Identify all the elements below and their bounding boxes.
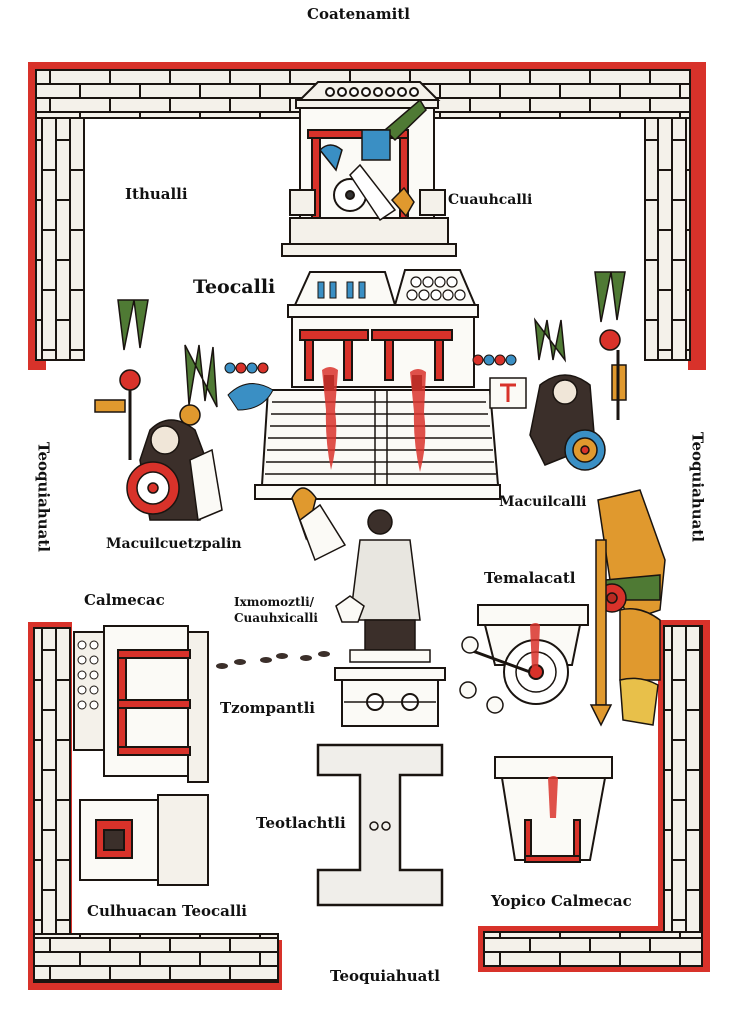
- macuilcuetzpalin-figure: [94, 299, 223, 522]
- bottom-left-wall: [28, 622, 282, 990]
- macuilcalli-figure: [489, 271, 627, 471]
- teocalli-temple: [254, 269, 501, 500]
- temalacatl-stone: [459, 604, 589, 714]
- culhuacan-teocalli-building: [79, 794, 209, 886]
- label-macuilcuetzpalin: Macuilcuetzpalin: [106, 536, 242, 552]
- blue-lizard-glyph: [224, 362, 274, 411]
- label-coatenamitl: Coatenamitl: [307, 5, 410, 23]
- eagle-warrior-figure: [318, 98, 427, 222]
- label-teoquiahuatl-bottom: Teoquiahuatl: [330, 967, 440, 985]
- yopico-calmecac-building: [494, 756, 613, 863]
- label-ithualli: Ithualli: [125, 185, 188, 203]
- label-teoquiahuatl-left: Teoquiahuatl: [34, 442, 53, 552]
- label-teotlachtli: Teotlachtli: [256, 814, 346, 832]
- inverted-warrior-figure: [589, 489, 666, 727]
- label-teocalli: Teocalli: [193, 276, 276, 298]
- calmecac-building: [73, 625, 209, 783]
- cuauhcalli-building: [281, 81, 457, 257]
- bead-glyph: [472, 354, 517, 366]
- priest-figure: [291, 487, 431, 663]
- temple-blood-streams: [322, 367, 426, 472]
- top-wall: [28, 62, 706, 370]
- label-cuauhxicalli: Cuauhxicalli: [234, 611, 318, 625]
- label-teoquiahuatl-right: Teoquiahuatl: [688, 432, 707, 542]
- teotlachtli-ballcourt: [316, 743, 444, 907]
- label-yopico-calmecac: Yopico Calmecac: [491, 892, 632, 910]
- footprint-trail: [216, 651, 330, 669]
- label-temalacatl: Temalacatl: [484, 569, 576, 587]
- label-cuauhcalli: Cuauhcalli: [448, 192, 533, 208]
- bottom-right-wall: [478, 620, 710, 972]
- label-culhuacan-teocalli: Culhuacan Teocalli: [87, 902, 247, 920]
- label-macuilcalli: Macuilcalli: [499, 494, 587, 510]
- label-tzompantli: Tzompantli: [220, 699, 315, 717]
- label-calmecac: Calmecac: [84, 591, 165, 609]
- tzompantli-rack: [334, 667, 446, 727]
- label-ixmomoztli: Ixmomoztli/: [234, 595, 315, 609]
